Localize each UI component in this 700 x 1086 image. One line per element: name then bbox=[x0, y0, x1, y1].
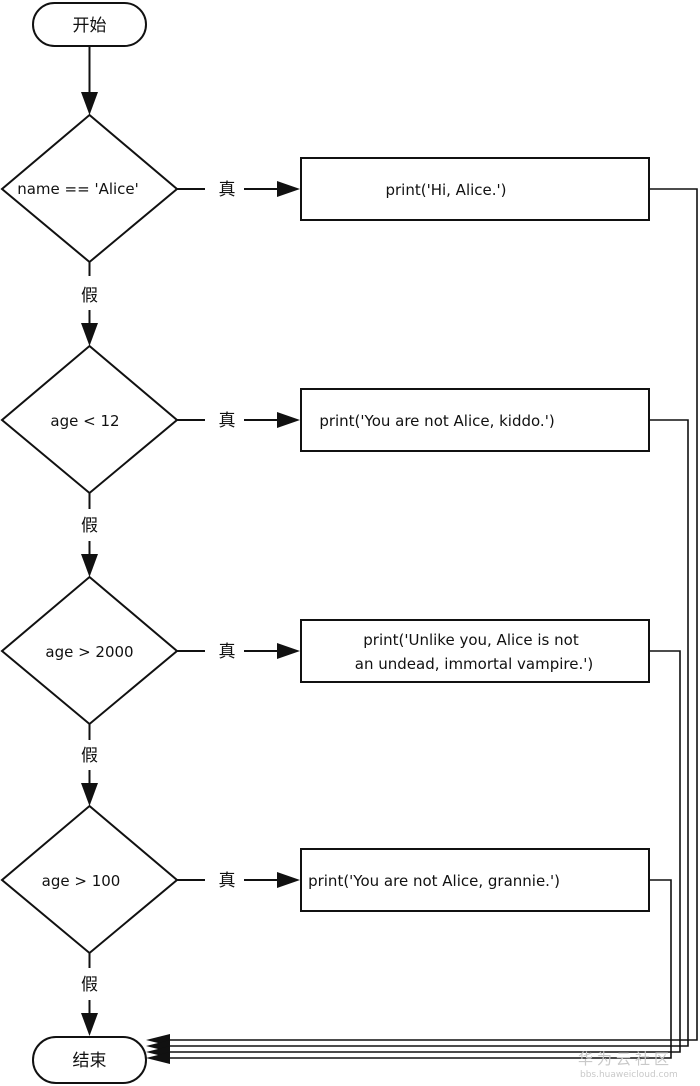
false-branch-1: 假 bbox=[81, 262, 98, 346]
start-to-decision-1-arrow bbox=[81, 46, 98, 115]
false-label-4: 假 bbox=[81, 975, 98, 995]
watermark-text: 华为云社区 bbox=[578, 1050, 673, 1068]
false-label-1: 假 bbox=[81, 286, 98, 306]
false-branch-3: 假 bbox=[81, 724, 98, 806]
action-2: print('You are not Alice, kiddo.') bbox=[300, 388, 650, 452]
true-branch-1: 真 bbox=[177, 180, 300, 200]
return-line-4 bbox=[165, 879, 672, 1059]
action-4: print('You are not Alice, grannie.') bbox=[300, 848, 650, 912]
start-label: 开始 bbox=[73, 16, 107, 36]
watermark: 华为云社区 bbs.huaweicloud.com bbox=[578, 1050, 678, 1080]
false-branch-4: 假 bbox=[81, 953, 98, 1036]
return-line-3 bbox=[165, 650, 681, 1053]
watermark-url: bbs.huaweicloud.com bbox=[580, 1070, 678, 1080]
start-terminal: 开始 bbox=[32, 2, 147, 47]
return-line-1 bbox=[165, 188, 698, 1041]
return-line-2 bbox=[165, 419, 689, 1047]
false-label-2: 假 bbox=[81, 516, 98, 536]
true-branch-3: 真 bbox=[177, 642, 300, 662]
end-terminal: 结束 bbox=[32, 1036, 147, 1084]
true-branch-2: 真 bbox=[177, 411, 300, 431]
decision-2: age < 12 bbox=[0, 344, 179, 495]
return-arrowheads bbox=[146, 1034, 170, 1064]
true-label-3: 真 bbox=[219, 642, 236, 662]
true-label-4: 真 bbox=[219, 871, 236, 891]
action-1: print('Hi, Alice.') bbox=[300, 157, 650, 221]
condition-1-text: name == 'Alice' bbox=[17, 180, 139, 198]
action-4-text: print('You are not Alice, grannie.') bbox=[308, 872, 560, 890]
true-branch-4: 真 bbox=[177, 871, 300, 891]
true-label-1: 真 bbox=[219, 180, 236, 200]
action-2-text: print('You are not Alice, kiddo.') bbox=[319, 412, 554, 430]
action-1-text: print('Hi, Alice.') bbox=[385, 181, 506, 199]
decision-4: age > 100 bbox=[0, 804, 179, 955]
end-label: 结束 bbox=[73, 1051, 107, 1071]
action-3: print('Unlike you, Alice is not an undea… bbox=[300, 619, 650, 683]
action-3-text-line-1: print('Unlike you, Alice is not bbox=[363, 631, 579, 649]
condition-4-text: age > 100 bbox=[42, 872, 121, 890]
condition-2-text: age < 12 bbox=[50, 412, 119, 430]
decision-1: name == 'Alice' bbox=[0, 113, 179, 264]
decision-3: age > 2000 bbox=[0, 575, 179, 726]
condition-3-text: age > 2000 bbox=[45, 643, 133, 661]
action-3-text-line-2: an undead, immortal vampire.') bbox=[355, 655, 593, 673]
true-label-2: 真 bbox=[219, 411, 236, 431]
false-branch-2: 假 bbox=[81, 493, 98, 577]
false-label-3: 假 bbox=[81, 746, 98, 766]
